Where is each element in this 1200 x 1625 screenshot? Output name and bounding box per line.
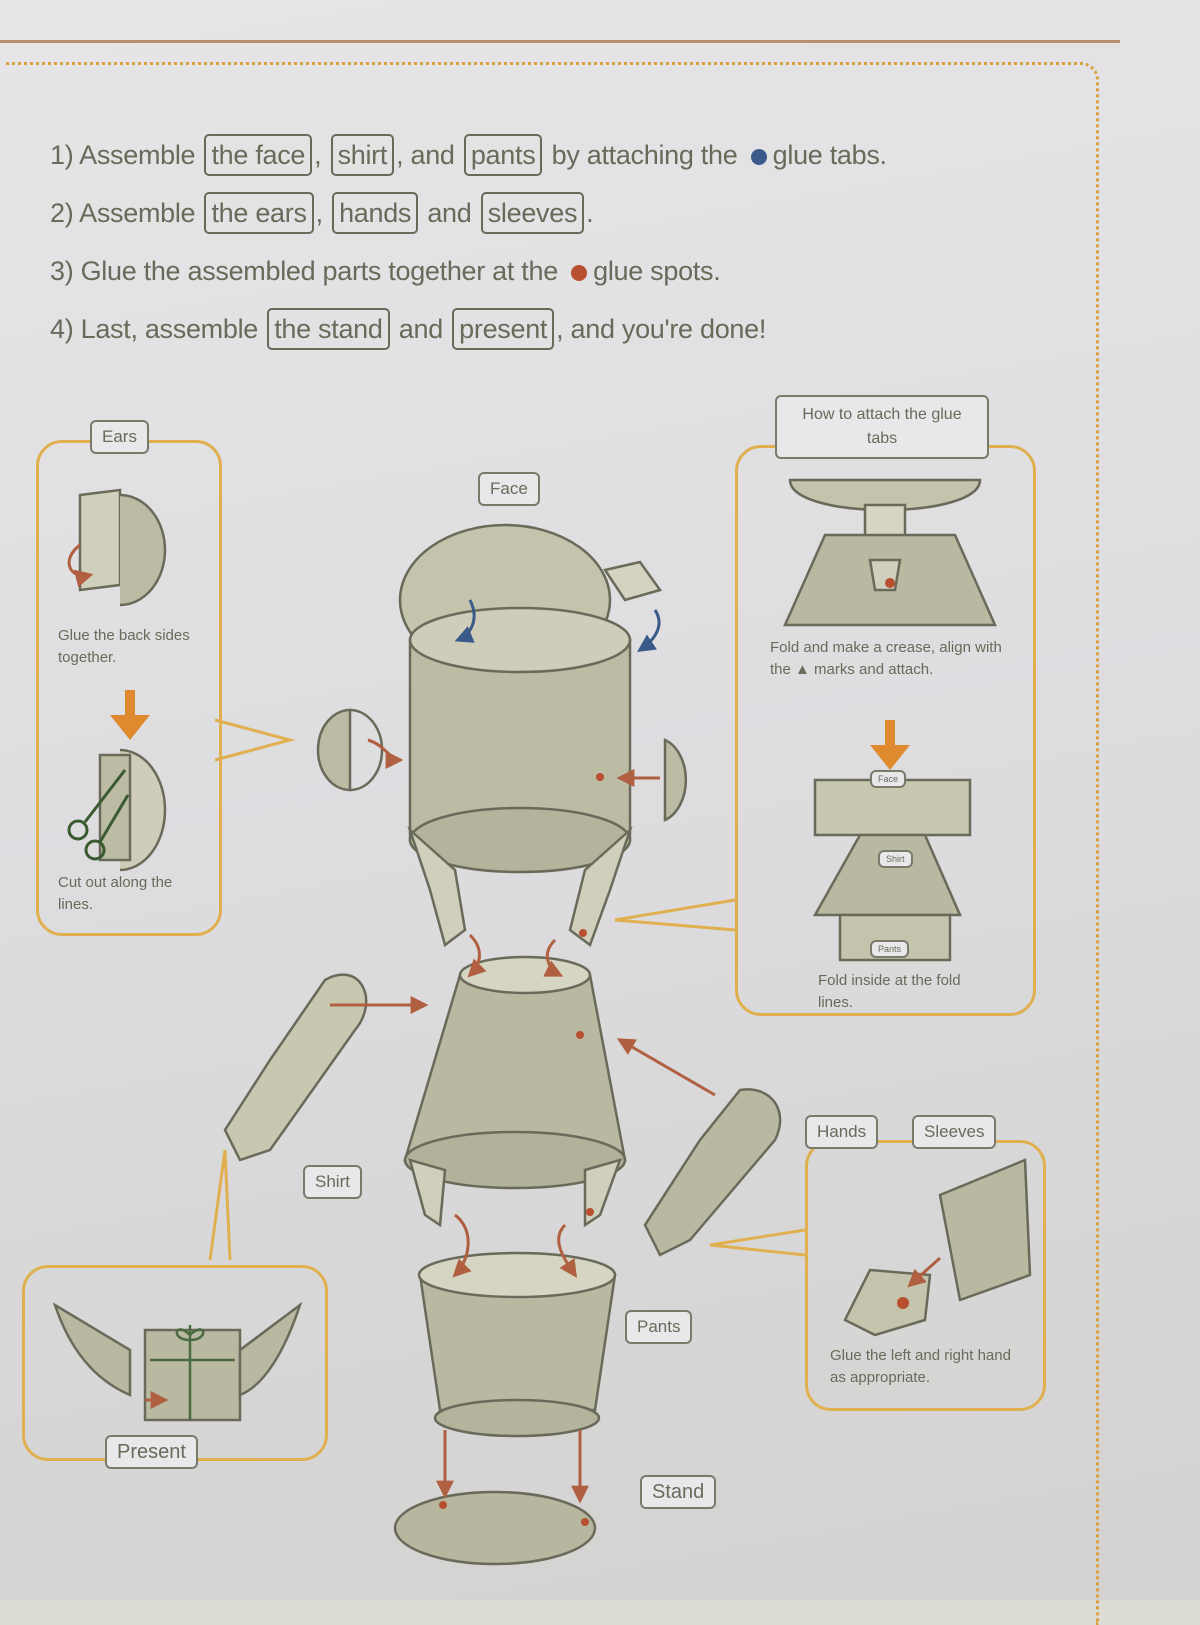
step-2-prefix: 2) Assemble (50, 198, 196, 228)
top-rule (0, 40, 1120, 43)
step-3: 3) Glue the assembled parts together at … (50, 246, 1050, 304)
face-label: Face (478, 472, 540, 506)
tabs-note-2: Fold inside at the fold lines. (818, 972, 961, 1011)
ears-down-arrow-icon (110, 690, 150, 740)
face-part (398, 523, 663, 948)
ears-label: Ears (90, 420, 149, 454)
tabs-down-arrow-icon (870, 720, 910, 770)
pants-part (417, 1251, 617, 1438)
step-2-sep2: and (427, 198, 472, 228)
step-1-suffix2: glue tabs. (772, 140, 887, 170)
step-2: 2) Assemble the ears, hands and sleeves. (50, 188, 1050, 246)
step-4: 4) Last, assemble the stand and present,… (50, 304, 1050, 362)
glue-spots (439, 578, 909, 1526)
step-4-suffix: , and you're done! (556, 314, 767, 344)
tabs-note-1: Fold and make a crease, align with the ▲… (770, 639, 1002, 678)
tag-pants: pants (463, 134, 543, 176)
tag-shirt: shirt (330, 134, 395, 176)
step-3-prefix: 3) Glue the assembled parts together at … (50, 256, 558, 286)
present-callout (22, 1265, 328, 1461)
left-sleeve-part (223, 973, 368, 1162)
dotted-border (6, 62, 1099, 1625)
instruction-list: 1) Assemble the face, shirt, and pants b… (50, 130, 1050, 362)
tag-the-face: the face (204, 134, 313, 176)
hands-note: Glue the left and right hand as appropri… (830, 1347, 1011, 1386)
step-1: 1) Assemble the face, shirt, and pants b… (50, 130, 1050, 188)
callout-pointers (208, 718, 806, 1261)
step-1-sep2: , and (396, 140, 455, 170)
scissors-icon (67, 769, 130, 861)
glue-tabs-title: How to attach the glue tabs (775, 395, 989, 459)
step-4-prefix: 4) Last, assemble (50, 314, 258, 344)
stand-label: Stand (640, 1475, 717, 1509)
glue-tabs-callout (735, 445, 1036, 1016)
ribbon-icon (150, 1325, 235, 1420)
red-dot-icon (571, 264, 588, 281)
step-2-sep1: , (315, 198, 324, 228)
shirt-part (403, 955, 627, 1228)
step-1-sep1: , (314, 140, 322, 170)
tag-the-ears: the ears (204, 192, 314, 234)
right-ear-part (663, 738, 688, 822)
left-ear-part (316, 708, 352, 792)
ears-note-1: Glue the back sides together. (58, 627, 190, 666)
glue-tab-arrows (454, 599, 661, 652)
sleeves-label: Sleeves (912, 1115, 997, 1149)
mini-face-label: Face (870, 770, 907, 788)
right-sleeve-part (643, 1088, 782, 1257)
tag-the-stand: the stand (267, 308, 390, 350)
step-3-suffix: glue spots. (593, 256, 721, 286)
shirt-label: Shirt (303, 1165, 362, 1199)
tag-sleeves: sleeves (480, 192, 585, 234)
blue-dot-icon (750, 148, 767, 165)
ears-note-2: Cut out along the lines. (58, 874, 173, 913)
step-1-suffix: by attaching the (551, 140, 738, 170)
step-4-sep1: and (398, 314, 443, 344)
present-label: Present (105, 1435, 198, 1469)
tag-present: present (452, 308, 555, 350)
mini-pants-label: Pants (870, 940, 910, 958)
pants-label: Pants (625, 1310, 693, 1344)
hands-label: Hands (805, 1115, 879, 1149)
mini-shirt-label: Shirt (878, 850, 913, 868)
ears-callout (36, 440, 222, 936)
tag-hands: hands (332, 192, 419, 234)
hand-sleeve-detail (938, 1158, 1032, 1302)
assembly-arrows (67, 543, 942, 1504)
step-2-suffix: . (586, 198, 594, 228)
step-1-prefix: 1) Assemble (50, 140, 196, 170)
stand-part (393, 1490, 597, 1566)
